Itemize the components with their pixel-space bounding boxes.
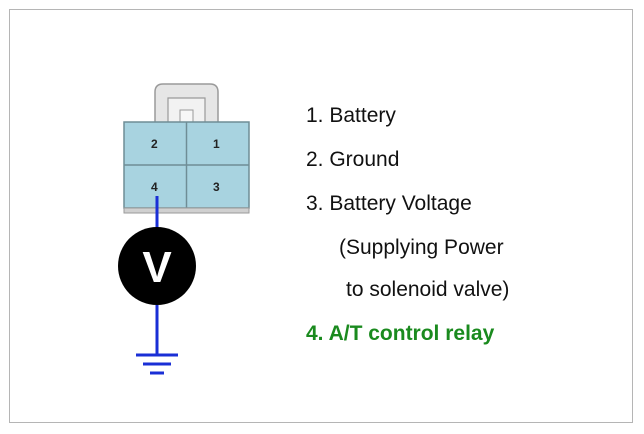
pin-legend: 1. Battery 2. Ground 3. Battery Voltage … [306,94,509,356]
legend-item-at-control-relay: 4. A/T control relay [306,322,495,345]
legend-item-solenoid-valve: to solenoid valve) [346,278,510,301]
voltmeter-icon: V [118,227,196,305]
voltmeter-letter: V [142,243,172,292]
connector-body [123,121,250,214]
connector-latch [154,83,219,123]
legend-item-battery-voltage: 3. Battery Voltage [306,192,472,215]
pin-label-4: 4 [151,180,158,194]
pin-label-2: 2 [151,137,158,151]
diagram-frame [9,9,633,423]
legend-item-ground: 2. Ground [306,148,400,171]
pin-label-3: 3 [213,180,220,194]
legend-item-supplying-power: (Supplying Power [339,236,504,259]
legend-item-battery: 1. Battery [306,104,396,127]
pin-label-1: 1 [213,137,220,151]
ground-icon [136,353,178,375]
